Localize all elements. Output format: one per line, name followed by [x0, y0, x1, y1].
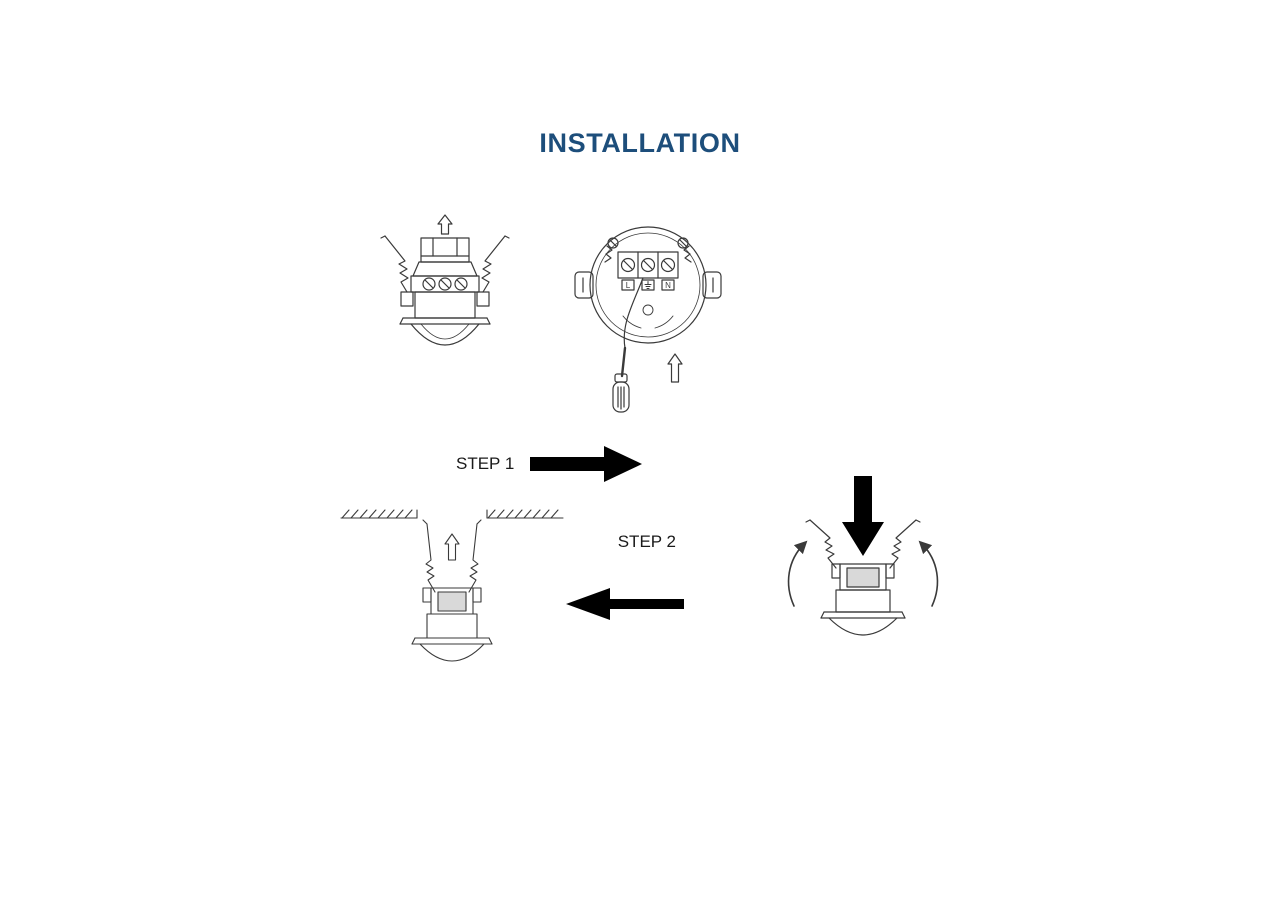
- spring-clip-left: [805, 519, 837, 569]
- figure-sensor-springs-raised: [345, 212, 555, 377]
- figure-ceiling-insert: [335, 480, 570, 685]
- base-screws: [607, 237, 689, 249]
- terminal-label-live: L: [626, 281, 631, 290]
- sensor-body: [399, 291, 491, 346]
- step-1: STEP 1: [456, 444, 643, 484]
- spring-clip-right: [468, 519, 482, 593]
- ceiling-insert-drawing: [340, 509, 564, 662]
- step-2: STEP 2: [566, 532, 684, 622]
- curved-arrow-left-icon: [787, 540, 808, 607]
- spring-clip-right: [889, 519, 921, 569]
- up-arrow-icon: [667, 353, 683, 383]
- up-arrow-icon: [444, 533, 460, 561]
- curved-arrow-right-icon: [918, 540, 939, 607]
- sensor-springs-raised-drawing: [380, 214, 510, 346]
- sensor-body: [411, 587, 493, 662]
- mounting-ears: [574, 271, 722, 299]
- wire: [623, 277, 644, 349]
- ceiling-section-left: [340, 509, 418, 519]
- ceiling-section-right: [486, 509, 564, 519]
- spring-coils: [604, 245, 692, 263]
- screwdriver-icon: [612, 346, 630, 413]
- left-arrow-icon: [566, 588, 684, 620]
- sensor-body: [820, 563, 906, 636]
- terminal-block: [617, 251, 679, 291]
- figure-sensor-push-in: [768, 472, 968, 687]
- spring-clip-left: [380, 235, 409, 293]
- sensor-top-module: [412, 237, 478, 277]
- spring-clip-right: [481, 235, 510, 293]
- earth-ground-icon: [644, 281, 652, 289]
- page-title: INSTALLATION: [539, 128, 741, 158]
- base-ring: [589, 226, 707, 344]
- figure-mounting-base-wiring: L N: [553, 212, 743, 422]
- sensor-push-in-drawing: [787, 476, 939, 636]
- step-1-label: STEP 1: [456, 454, 515, 473]
- step-2-label: STEP 2: [617, 532, 676, 551]
- right-arrow-icon: [530, 446, 643, 482]
- terminal-label-neutral: N: [665, 281, 671, 290]
- up-arrow-icon: [437, 214, 453, 235]
- mounting-base-drawing: L N: [574, 226, 722, 413]
- base-center-details: [622, 304, 674, 329]
- down-arrow-icon: [842, 476, 884, 556]
- terminal-screws-row: [410, 275, 480, 293]
- spring-clip-left: [422, 519, 436, 593]
